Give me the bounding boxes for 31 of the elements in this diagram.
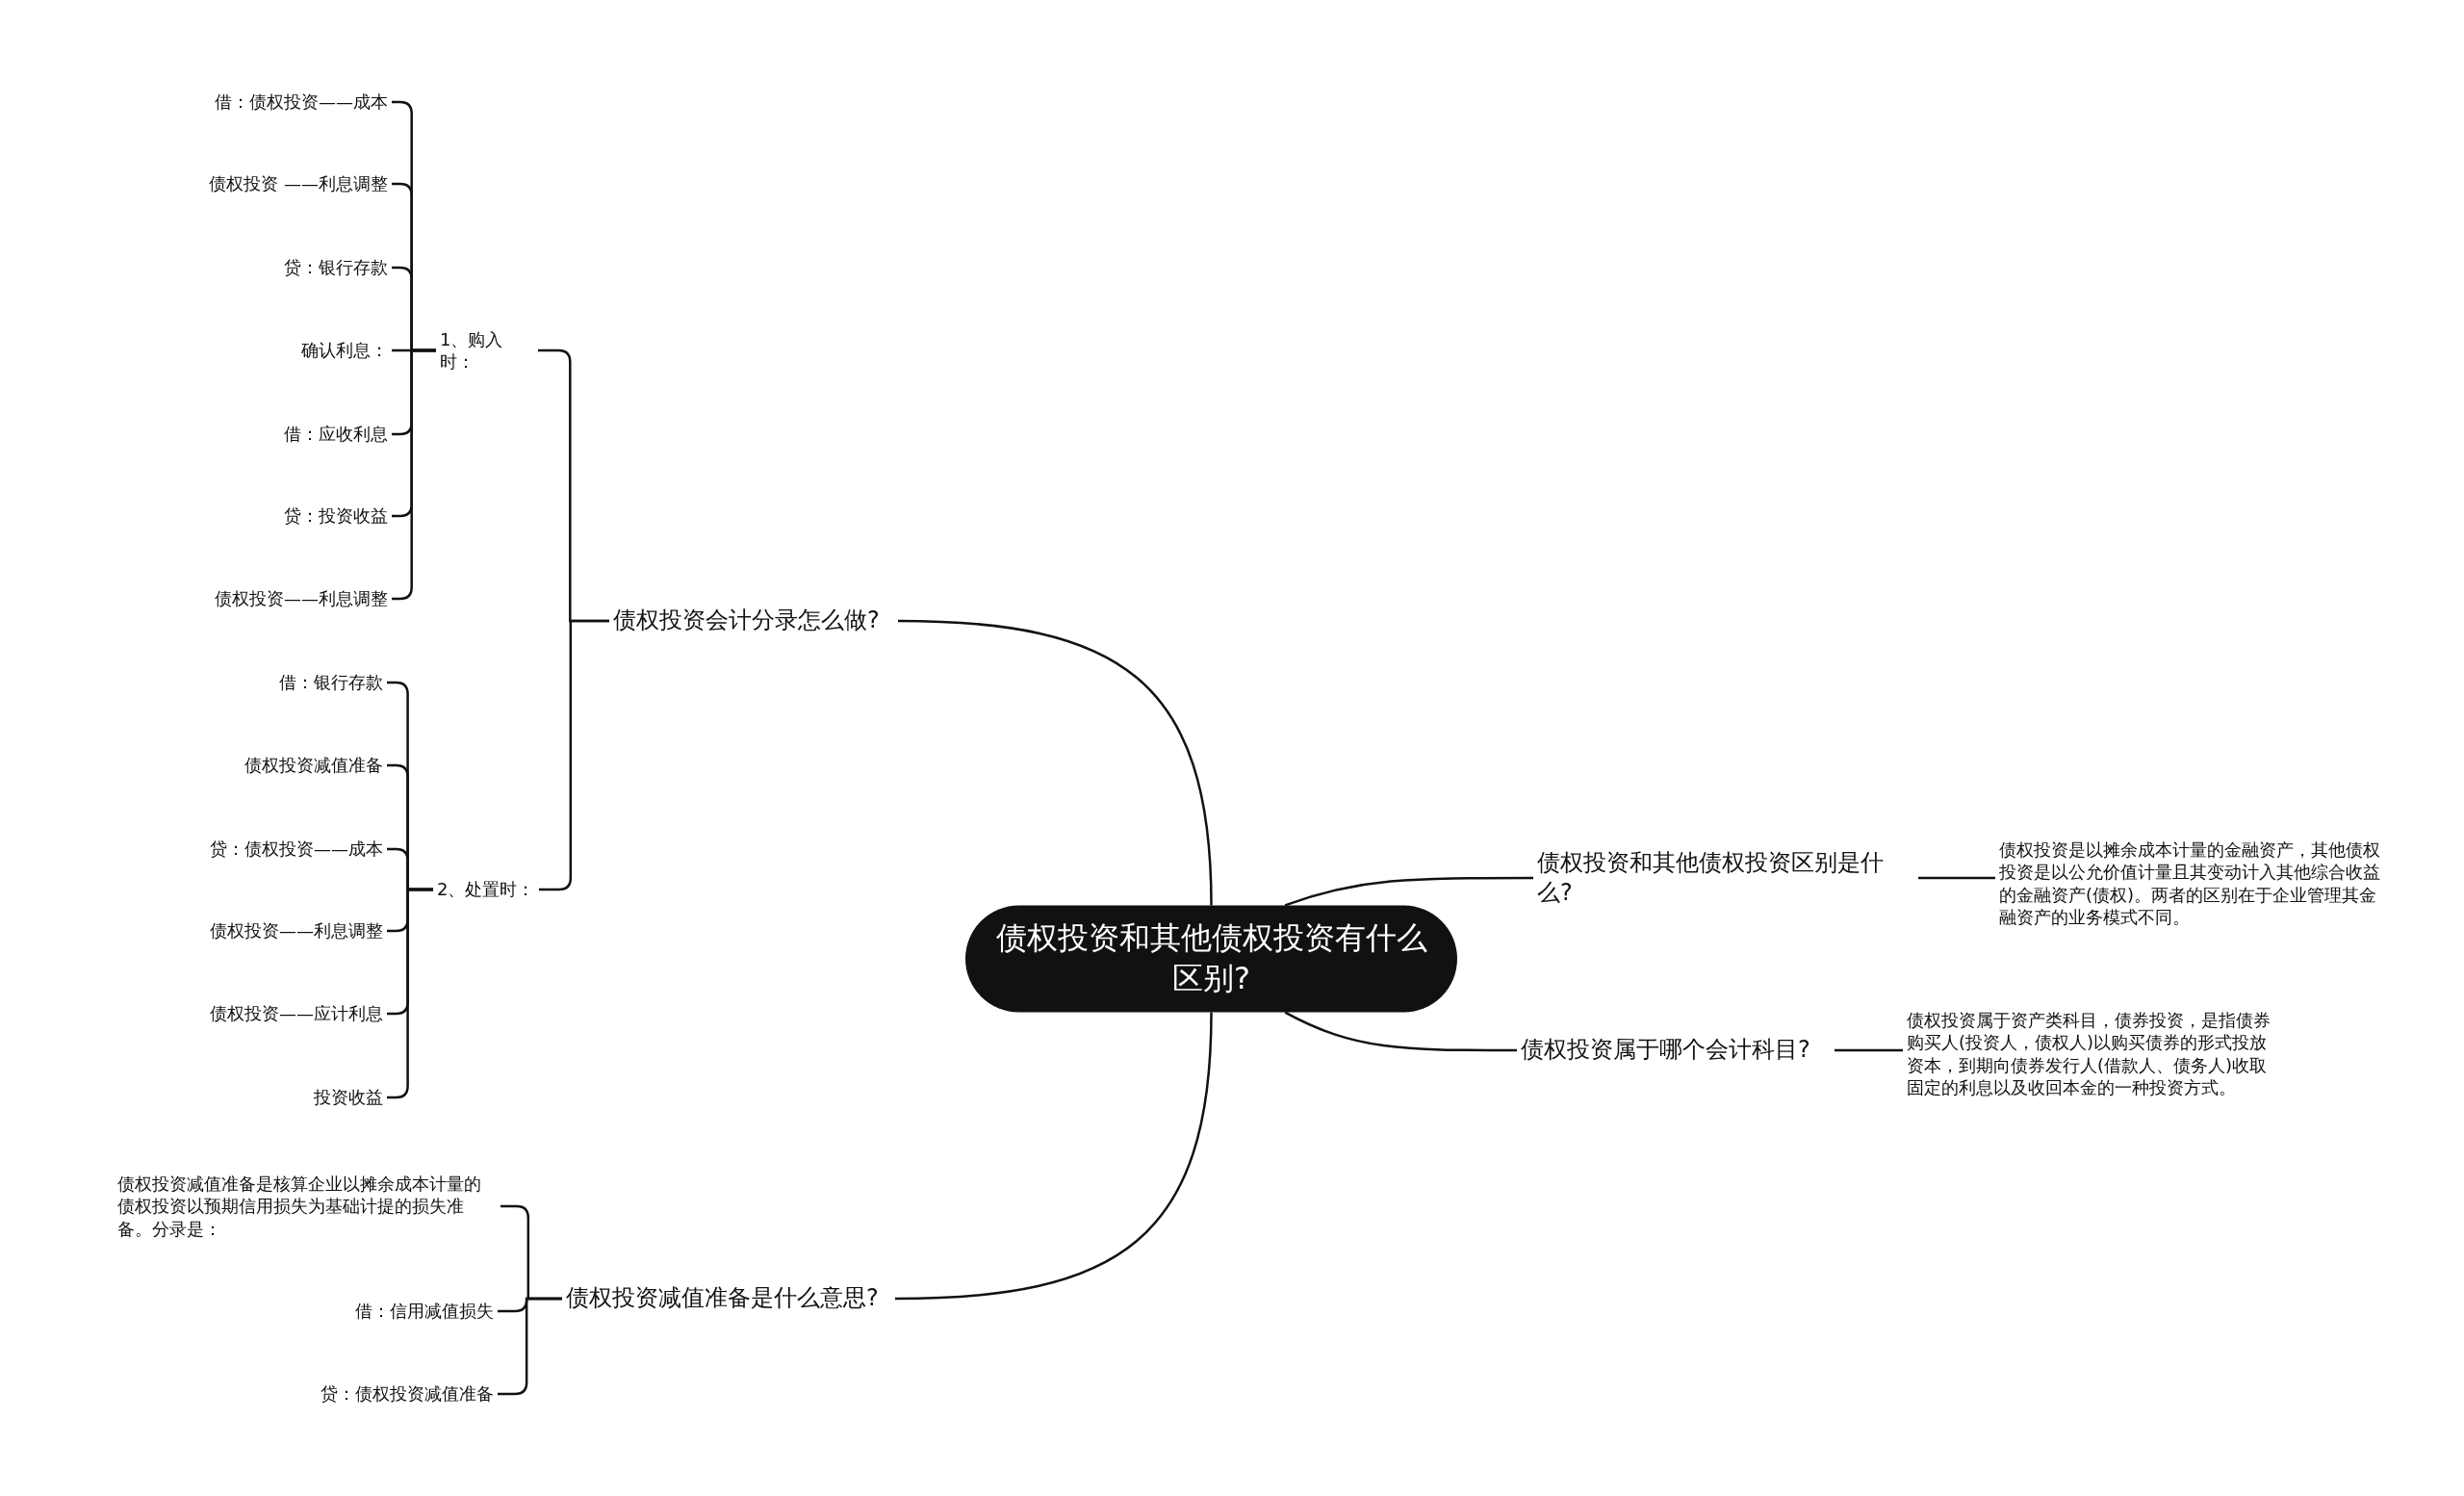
connector-line [1284, 1011, 1517, 1052]
connector-line [894, 1012, 1213, 1301]
entry-text: 借：银行存款 [275, 671, 387, 694]
connector-line [1835, 1048, 1903, 1052]
entry-text: 债权投资——利息调整 [211, 587, 392, 610]
entry-text: 债权投资减值准备 [241, 754, 387, 777]
connector-line [1284, 876, 1533, 907]
entry-text: 借：债权投资——成本 [211, 90, 392, 114]
note-paragraph: 债权投资是以摊余成本计量的金融资产，其他债权投资是以公允价值计量且其变动计入其他综合收益的金融资产(债权)。两者的区别在于企业管理其金融资产的业务模式不同。 [1995, 838, 2385, 929]
entry-text: 确认利息： [297, 339, 392, 362]
entry-text: 借：信用减值损失 [351, 1300, 498, 1323]
entry-text: 贷：债权投资——成本 [206, 838, 387, 861]
connector-line [897, 619, 1213, 906]
note-paragraph: 债权投资减值准备是核算企业以摊余成本计量的债权投资以预期信用损失为基础计提的损失准备。分录是： [114, 1172, 500, 1241]
central-topic-box: 债权投资和其他债权投资有什么区别? [965, 905, 1457, 1013]
entry-text: 借：应收利息 [280, 423, 392, 446]
entry-text: 贷：债权投资减值准备 [317, 1382, 498, 1406]
entry-text: 债权投资 ——利息调整 [205, 172, 392, 195]
entry-text: 债权投资——应计利息 [206, 1002, 387, 1025]
entry-text: 贷：投资收益 [280, 504, 392, 528]
subtopic-text: 1、购入时： [436, 327, 538, 374]
entry-text: 投资收益 [310, 1086, 387, 1109]
topic-text: 债权投资减值准备是什么意思? [562, 1283, 895, 1314]
topic-text: 债权投资属于哪个会计科目? [1517, 1035, 1835, 1066]
subtopic-text: 2、处置时： [433, 878, 539, 901]
entry-text: 贷：银行存款 [280, 256, 392, 279]
connector-line [1918, 876, 1995, 880]
topic-text: 债权投资会计分录怎么做? [609, 606, 898, 636]
entry-text: 债权投资——利息调整 [206, 919, 387, 942]
topic-text: 债权投资和其他债权投资区别是什么? [1533, 847, 1918, 909]
note-paragraph: 债权投资属于资产类科目，债券投资，是指债券购买人(投资人，债权人)以购买债券的形式投放资本，到期向债券发行人(借款人、债务人)收取固定的利息以及收回本金的一种投资方式。 [1903, 1009, 2288, 1099]
